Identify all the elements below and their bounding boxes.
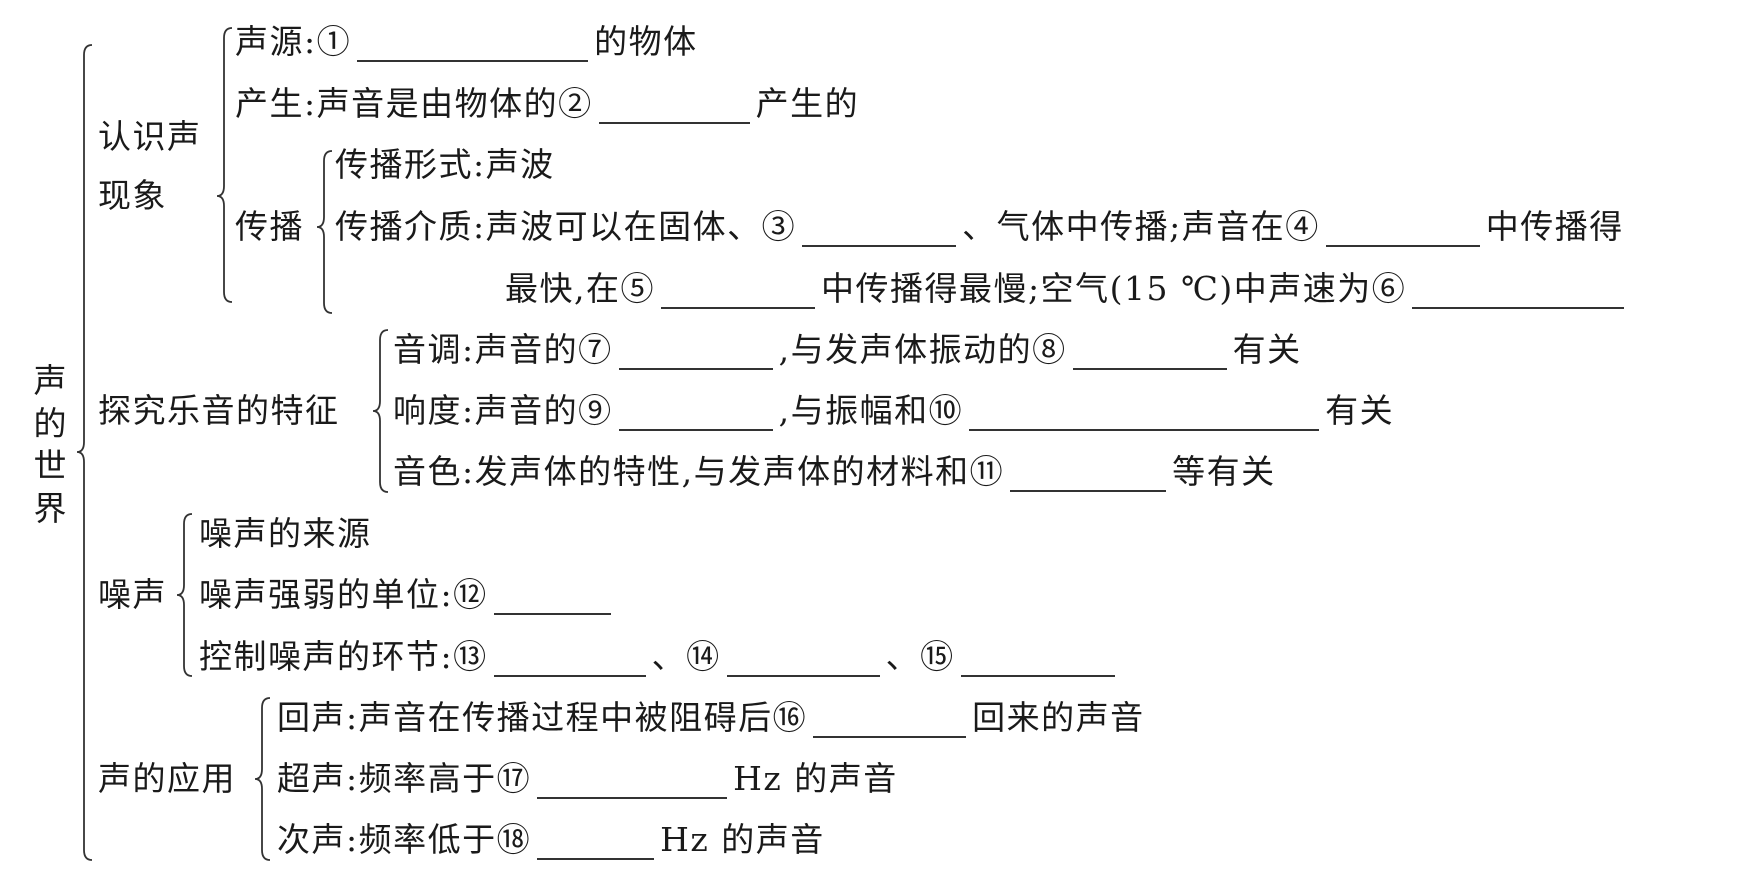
- text: 声源:①: [235, 22, 352, 61]
- root-char: 声: [33, 361, 67, 400]
- section-explore-label: 探究乐音的特征: [98, 391, 340, 430]
- blank-15[interactable]: [960, 641, 1115, 677]
- section-noise-label: 噪声: [98, 575, 167, 614]
- blank-9[interactable]: [618, 395, 773, 431]
- section-recognize-label-2: 现象: [98, 176, 167, 215]
- line-source: 声源:① 的物体: [235, 22, 698, 62]
- text: 传播形式:声波: [335, 145, 555, 184]
- text: 响度:声音的⑨: [393, 391, 613, 430]
- blank-11[interactable]: [1010, 456, 1167, 492]
- line-echo: 回声:声音在传播过程中被阻碍后⑯ 回来的声音: [277, 698, 1145, 738]
- blank-17[interactable]: [537, 763, 728, 799]
- blank-5[interactable]: [661, 273, 815, 309]
- brace-recognize: [216, 27, 233, 303]
- blank-12[interactable]: [493, 579, 611, 615]
- text: 最快,在⑤: [505, 269, 655, 308]
- blank-8[interactable]: [1072, 334, 1227, 370]
- brace-noise: [176, 513, 193, 677]
- blank-2[interactable]: [598, 88, 750, 124]
- line-prop-form: 传播形式:声波: [335, 145, 555, 185]
- text: 有关: [1325, 391, 1395, 430]
- line-pitch: 音调:声音的⑦ ,与发声体振动的⑧ 有关: [393, 330, 1302, 370]
- blank-3[interactable]: [802, 211, 957, 247]
- text: 超声:频率高于⑰: [277, 759, 532, 798]
- text: 产生的: [755, 84, 860, 123]
- text: 有关: [1232, 330, 1302, 369]
- text: Hz 的声音: [733, 759, 898, 798]
- root-char: 的: [33, 404, 67, 443]
- blank-1[interactable]: [357, 26, 589, 62]
- section-application-label: 声的应用: [98, 759, 236, 798]
- text: 的物体: [594, 22, 698, 61]
- line-ultrasound: 超声:频率高于⑰ Hz 的声音: [277, 759, 898, 799]
- blank-7[interactable]: [618, 334, 773, 370]
- line-noise-control: 控制噪声的环节:⑬ 、⑭ 、⑮: [199, 637, 1121, 677]
- text: 控制噪声的环节:⑬: [199, 637, 488, 676]
- blank-18[interactable]: [537, 824, 655, 860]
- blank-13[interactable]: [493, 641, 646, 677]
- blank-16[interactable]: [813, 702, 967, 738]
- brace-explore: [372, 329, 389, 493]
- blank-4[interactable]: [1325, 211, 1480, 247]
- section-recognize-label: 认识声: [98, 117, 202, 156]
- brace-application: [254, 697, 271, 861]
- line-loudness: 响度:声音的⑨ ,与振幅和⑩ 有关: [393, 391, 1394, 431]
- line-infrasound: 次声:频率低于⑱ Hz 的声音: [277, 820, 825, 860]
- text: 回声:声音在传播过程中被阻碍后⑯: [277, 698, 808, 737]
- propagation-label: 传播: [235, 207, 304, 246]
- text: Hz 的声音: [660, 820, 825, 859]
- line-prop-medium: 传播介质:声波可以在固体、③ 、气体中传播;声音在④ 中传播得: [335, 207, 1624, 247]
- text: 、⑭: [651, 637, 721, 676]
- text: 、⑮: [885, 637, 955, 676]
- text: 、气体中传播;声音在④: [962, 207, 1320, 246]
- text: 次声:频率低于⑱: [277, 820, 532, 859]
- text: ,与发声体振动的⑧: [778, 330, 1067, 369]
- text: 传播介质:声波可以在固体、③: [335, 207, 797, 246]
- blank-10[interactable]: [969, 395, 1320, 431]
- blank-14[interactable]: [726, 641, 880, 677]
- text: 音色:发声体的特性,与发声体的材料和⑪: [393, 452, 1005, 491]
- text: 回来的声音: [972, 698, 1145, 737]
- line-produce: 产生:声音是由物体的② 产生的: [235, 84, 859, 124]
- text: 中传播得: [1485, 207, 1624, 246]
- text: 产生:声音是由物体的②: [235, 84, 593, 123]
- blank-6[interactable]: [1412, 273, 1625, 309]
- line-timbre: 音色:发声体的特性,与发声体的材料和⑪ 等有关: [393, 452, 1276, 492]
- text: 音调:声音的⑦: [393, 330, 613, 369]
- text: 噪声的来源: [199, 514, 372, 553]
- text: 中传播得最慢;空气(15 ℃)中声速为⑥: [821, 269, 1407, 308]
- brace-root: [76, 44, 93, 861]
- line-noise-source: 噪声的来源: [199, 514, 372, 554]
- text: 等有关: [1172, 452, 1276, 491]
- line-noise-unit: 噪声强弱的单位:⑫: [199, 575, 617, 615]
- text: 噪声强弱的单位:⑫: [199, 575, 488, 614]
- text: ,与振幅和⑩: [778, 391, 964, 430]
- line-prop-medium-2: 最快,在⑤ 中传播得最慢;空气(15 ℃)中声速为⑥: [505, 269, 1630, 309]
- brace-propagation: [316, 150, 333, 314]
- root-char: 世: [33, 446, 67, 485]
- root-char: 界: [33, 489, 67, 528]
